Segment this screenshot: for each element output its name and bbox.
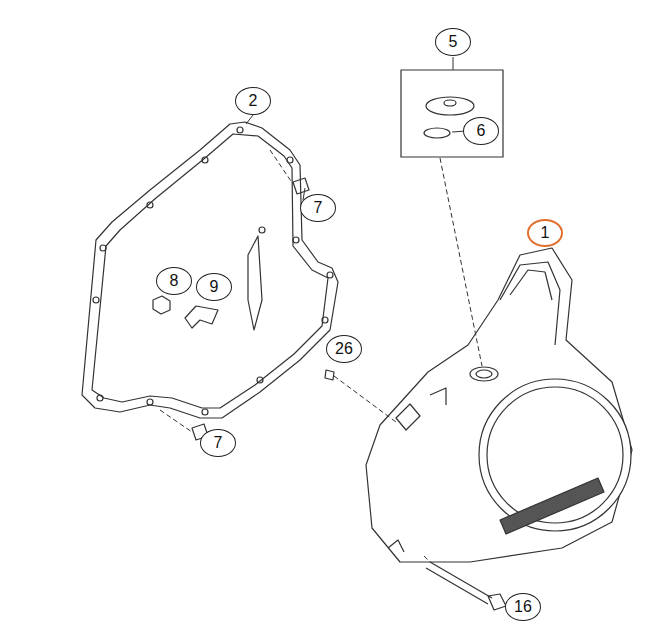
kit-box <box>401 70 503 157</box>
callout-number: 26 <box>326 335 362 363</box>
gasket <box>82 122 338 418</box>
callout-number: 6 <box>463 117 499 145</box>
callout-number: 1 <box>527 219 563 247</box>
screw <box>325 370 334 380</box>
callout-number: 7 <box>200 429 236 457</box>
callout-number: 16 <box>505 593 541 621</box>
gasket-web <box>248 236 262 330</box>
gasket-holes <box>93 127 333 415</box>
filler-port <box>470 367 498 381</box>
logo-plate <box>500 478 604 534</box>
callout-number: 9 <box>196 273 232 301</box>
callout-number: 8 <box>156 267 192 295</box>
oil-plug <box>426 97 474 115</box>
bolt <box>426 562 506 610</box>
leader-lines <box>160 57 482 562</box>
callout-number: 2 <box>235 87 271 115</box>
callout-number: 5 <box>435 28 471 56</box>
o-ring <box>424 128 450 138</box>
dowel-pin <box>293 178 309 194</box>
clip <box>185 306 218 328</box>
clutch-cover <box>366 248 632 562</box>
nut <box>153 296 170 314</box>
gasket-inner <box>92 134 328 408</box>
callout-number: 7 <box>300 194 336 222</box>
